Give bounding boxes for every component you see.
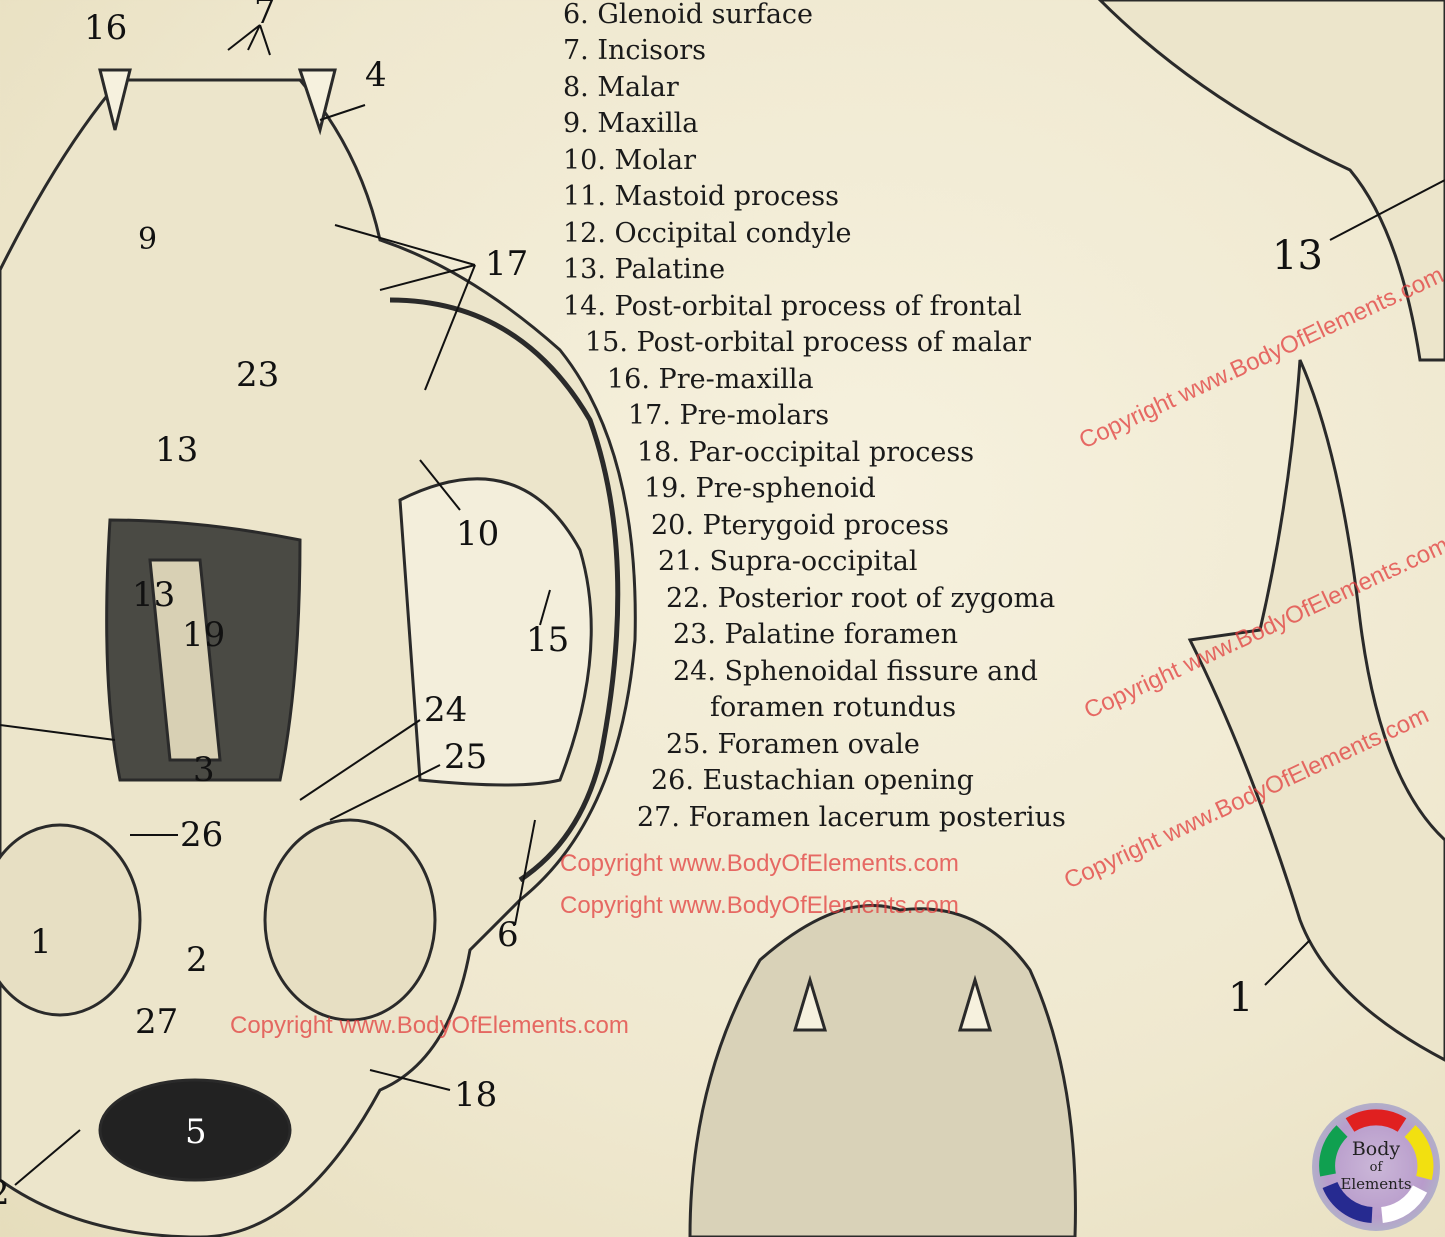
callout-2: 2 bbox=[186, 940, 208, 980]
legend-item: 11. Mastoid process bbox=[563, 181, 839, 212]
legend-item: 18. Par-occipital process bbox=[637, 437, 975, 468]
legend-item: 22. Posterior root of zygoma bbox=[666, 583, 1056, 614]
callout-7: 7 bbox=[254, 0, 276, 32]
legend-item: 26. Eustachian opening bbox=[651, 765, 974, 796]
callout-26: 26 bbox=[180, 815, 224, 855]
callout-3: 3 bbox=[193, 750, 215, 790]
legend-item: 10. Molar bbox=[563, 145, 697, 176]
callout-6: 6 bbox=[497, 915, 519, 955]
legend-item: 14. Post-orbital process of frontal bbox=[563, 291, 1022, 322]
zygomatic-arch bbox=[398, 477, 593, 787]
callout-10: 10 bbox=[456, 514, 500, 554]
legend-item: 27. Foramen lacerum posterius bbox=[637, 802, 1066, 833]
callout-15: 15 bbox=[526, 620, 570, 660]
legend-item: 23. Palatine foramen bbox=[673, 619, 958, 650]
logo-ring bbox=[1319, 1109, 1434, 1223]
callout-1: 1 bbox=[30, 922, 52, 962]
callout-19: 19 bbox=[182, 615, 226, 655]
watermark-1: Copyright www.BodyOfElements.com bbox=[560, 850, 959, 877]
logo-line-2: of bbox=[1369, 1160, 1383, 1175]
skull-ventral-view bbox=[0, 78, 637, 1237]
callout-17: 17 bbox=[485, 244, 529, 284]
legend-item: foramen rotundus bbox=[710, 692, 957, 723]
foramen-magnum bbox=[98, 1078, 292, 1182]
legend-item: 13. Palatine bbox=[563, 254, 726, 285]
legend-item: 24. Sphenoidal fissure and bbox=[673, 656, 1038, 687]
logo-line-3: Elements bbox=[1340, 1175, 1412, 1193]
callout-24: 24 bbox=[424, 690, 468, 730]
watermark-4: Copyright www.BodyOfElements.com bbox=[560, 892, 959, 919]
legend-item: 8. Malar bbox=[563, 72, 679, 103]
callout-1-jaw: 1 bbox=[1228, 975, 1254, 1021]
legend-item: 9. Maxilla bbox=[563, 108, 699, 139]
mandible bbox=[1097, 0, 1445, 362]
legend-item: 20. Pterygoid process bbox=[651, 510, 949, 541]
callout-25: 25 bbox=[444, 737, 488, 777]
logo-text: Body of Elements bbox=[1312, 1138, 1440, 1194]
leader-lines bbox=[0, 24, 1445, 1186]
legend-item: 15. Post-orbital process of malar bbox=[585, 327, 1031, 358]
legend-item: 25. Foramen ovale bbox=[666, 729, 920, 760]
legend-item: 17. Pre-molars bbox=[628, 400, 830, 431]
legend-item: 19. Pre-sphenoid bbox=[644, 473, 876, 504]
legend-item: 12. Occipital condyle bbox=[563, 218, 852, 249]
legend-item: 6. Glenoid surface bbox=[563, 0, 814, 30]
bulla-right bbox=[263, 818, 437, 1022]
legend-item: 7. Incisors bbox=[563, 35, 707, 66]
callout-13b: 13 bbox=[132, 575, 176, 615]
callout-18: 18 bbox=[454, 1075, 498, 1115]
legend-item: 16. Pre-maxilla bbox=[607, 364, 814, 395]
callout-5: 5 bbox=[185, 1112, 207, 1152]
callout-13: 13 bbox=[155, 430, 199, 470]
head-underside bbox=[688, 904, 1077, 1237]
callout-9: 9 bbox=[138, 222, 158, 257]
legend-item: 21. Supra-occipital bbox=[658, 546, 918, 577]
callout-23: 23 bbox=[236, 355, 280, 395]
watermark-6: Copyright www.BodyOfElements.com bbox=[230, 1012, 629, 1039]
bulla-left bbox=[0, 823, 142, 1017]
callout-4: 4 bbox=[365, 55, 387, 95]
logo-line-1: Body bbox=[1351, 1138, 1401, 1160]
body-of-elements-logo: Body of Elements bbox=[1312, 1103, 1440, 1231]
callout-16: 16 bbox=[84, 8, 128, 48]
callout-27: 27 bbox=[135, 1002, 179, 1042]
mandible-ramus bbox=[1187, 359, 1445, 1062]
callout-2-edge: 2 bbox=[0, 1173, 10, 1213]
callout-13-jaw: 13 bbox=[1272, 233, 1323, 279]
